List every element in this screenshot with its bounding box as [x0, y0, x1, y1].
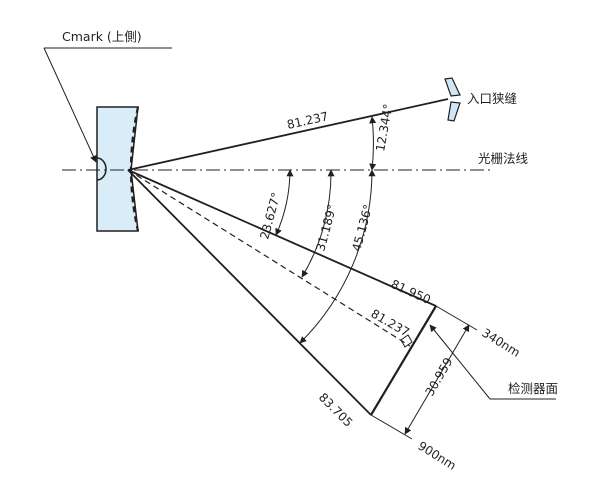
- entrance-angle-label: 12.344°: [373, 103, 395, 153]
- grating-normal-label: 光栅法线: [478, 151, 529, 166]
- entrance-slit-upper-icon: [444, 77, 461, 97]
- cmark-notch-icon: [96, 157, 107, 181]
- detector-plane-label: 检测器面: [508, 381, 558, 396]
- detector-plane-line: [370, 305, 437, 416]
- detector-length-label: 30.959: [422, 355, 455, 398]
- angle-900-arc: [299, 169, 376, 344]
- ext-line-340: [435, 305, 478, 331]
- angle-340-label: 23.627°: [257, 191, 283, 241]
- angle-center-label: 31.189°: [313, 203, 339, 253]
- ext-line-900: [370, 414, 413, 440]
- ray-900nm: [127, 169, 372, 416]
- detector-length-dim: [404, 324, 470, 435]
- entrance-slit-lower-icon: [447, 101, 461, 122]
- angle-340-arc: [275, 169, 294, 236]
- wavelength-340-label: 340nm: [479, 326, 522, 360]
- wavelength-900-label: 900nm: [415, 439, 458, 473]
- cmark-leader: [43, 47, 172, 163]
- arm-900-length: 83.705: [316, 390, 356, 430]
- entrance-ray: [127, 98, 449, 171]
- cmark-label: Cmark (上側): [62, 29, 142, 44]
- arm-center-length: 81.237: [369, 306, 412, 339]
- ray-340nm: [127, 169, 437, 307]
- detector-leader-arrow: [429, 324, 491, 400]
- angle-900-label: 45.136°: [349, 203, 375, 253]
- entrance-angle-arc: [369, 116, 377, 171]
- ray-center: [127, 169, 411, 347]
- entrance-slit-label: 入口狭缝: [467, 91, 517, 106]
- entrance-arm-length: 81.237: [286, 109, 330, 132]
- arm-340-length: 81.950: [389, 277, 433, 307]
